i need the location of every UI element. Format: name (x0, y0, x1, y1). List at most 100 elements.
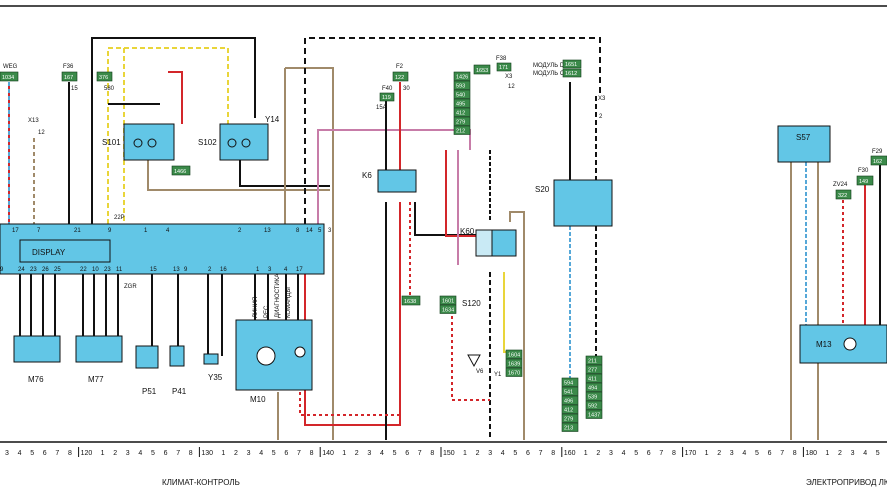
v6-label: V6 (476, 369, 484, 375)
f29-label: F29 (872, 149, 883, 155)
bus-tick: 3 (851, 450, 855, 457)
m76-label: M76 (28, 375, 44, 384)
svg-text:322: 322 (838, 193, 847, 199)
bus-tick: 1 (705, 450, 709, 457)
caption-right: ЭЛЕКТРОПРИВОД ЛЮ (806, 478, 887, 487)
display-tag: 22P (114, 215, 125, 221)
bus-tick: 4 (18, 450, 22, 457)
bus-tick: 5 (151, 450, 155, 457)
svg-text:171: 171 (499, 65, 508, 71)
x3-label: X3 (598, 96, 606, 102)
wire-yellow-dash (107, 47, 229, 224)
weg-label: WEG (3, 64, 18, 70)
bus-tick: 6 (164, 450, 168, 457)
bus-tick: 3 (488, 450, 492, 457)
code-box: 1426 (453, 71, 471, 81)
m13-motor: M13 (799, 324, 887, 364)
y35-label: Y35 (208, 373, 223, 382)
m13-label: M13 (816, 340, 832, 349)
s120-label: S120 (462, 299, 481, 308)
code-box: 496 (561, 395, 579, 405)
pin-top: 2 (238, 228, 242, 234)
pin-top: 3 (328, 228, 332, 234)
bus-tick: 6 (647, 450, 651, 457)
svg-text:277: 277 (588, 368, 597, 374)
bus-tick: 2 (476, 450, 480, 457)
bus-tick: 8 (68, 450, 72, 457)
svg-text:1634: 1634 (442, 308, 454, 314)
bus-tick: 5 (513, 450, 517, 457)
bus-tick: 6 (526, 450, 530, 457)
bus-tick: 8 (551, 450, 555, 457)
svg-text:411: 411 (588, 377, 597, 383)
m10-label: M10 (250, 395, 266, 404)
bus-tick: 3 (609, 450, 613, 457)
bus-marker: 170 (685, 450, 697, 457)
svg-text:211: 211 (588, 359, 597, 365)
module-d-label: МОДУЛЬ D (533, 63, 565, 69)
svg-text:122: 122 (395, 75, 404, 81)
bus-tick: 7 (55, 450, 59, 457)
bus-marker: 130 (201, 450, 213, 457)
m10-motor: M10 (235, 319, 313, 404)
svg-text:1466: 1466 (174, 169, 186, 175)
svg-text:149: 149 (859, 179, 868, 185)
pin-bottom: 9 (0, 267, 4, 273)
bus-tick: 2 (113, 450, 117, 457)
code-box: 213 (561, 422, 579, 432)
bus-tick: 7 (539, 450, 543, 457)
pin-bottom: 24 (18, 267, 25, 273)
p51-sensor: P51 (135, 345, 159, 396)
pin-top: 8 (296, 228, 300, 234)
svg-text:594: 594 (564, 381, 573, 387)
f38-label: F38 (496, 56, 507, 62)
module-c-label: МОДУЛЬ C (533, 71, 565, 77)
bus-tick: 1 (584, 450, 588, 457)
svg-text:412: 412 (456, 111, 465, 117)
wire-dashed-loop (304, 37, 601, 224)
display-label: DISPLAY (32, 248, 66, 257)
svg-text:1670: 1670 (508, 371, 520, 377)
pin-bottom: 22 (80, 267, 87, 273)
bus-tick: 4 (501, 450, 505, 457)
bus-marker: 120 (81, 450, 93, 457)
m76-motor: M76 (13, 335, 61, 384)
svg-text:30: 30 (403, 86, 410, 92)
s102-label: S102 (198, 138, 217, 147)
svg-text:12: 12 (508, 84, 515, 90)
code-box: 1437 (585, 409, 603, 419)
bus-marker: 160 (564, 450, 576, 457)
s101-switch: S101 (102, 123, 175, 161)
bus-tick: 2 (355, 450, 359, 457)
weg-code-box (0, 71, 19, 82)
f2-label: F2 (396, 64, 404, 70)
svg-text:1437: 1437 (588, 413, 600, 419)
svg-text:592: 592 (588, 404, 597, 410)
p41-label: P41 (172, 387, 187, 396)
svg-text:1612: 1612 (565, 71, 577, 77)
pin-top: 14 (306, 228, 313, 234)
s57-label: S57 (796, 133, 811, 142)
s101-label: S101 (102, 138, 121, 147)
pin-bottom: 10 (92, 267, 99, 273)
svg-text:X3: X3 (505, 74, 513, 80)
pin-bottom: 4 (284, 267, 288, 273)
bus-tick: 5 (393, 450, 397, 457)
x13-label: X13 (28, 118, 39, 124)
code-box: 592 (585, 400, 603, 410)
bus-tick: 3 (730, 450, 734, 457)
v6-diode (467, 354, 481, 368)
bus-marker: 140 (322, 450, 334, 457)
bus-tick: 6 (43, 450, 47, 457)
wire-red-s101 (168, 71, 183, 124)
svg-text:15A: 15A (376, 105, 387, 111)
bus-marker: 180 (805, 450, 817, 457)
svg-text:1639: 1639 (508, 362, 520, 368)
svg-text:495: 495 (456, 102, 465, 108)
zgr-label: ZGR (124, 284, 137, 290)
m77-label: M77 (88, 375, 104, 384)
bus-tick: 2 (234, 450, 238, 457)
code-box: 412 (453, 107, 471, 117)
bus-tick: 5 (876, 450, 880, 457)
pin-top: 21 (74, 228, 81, 234)
